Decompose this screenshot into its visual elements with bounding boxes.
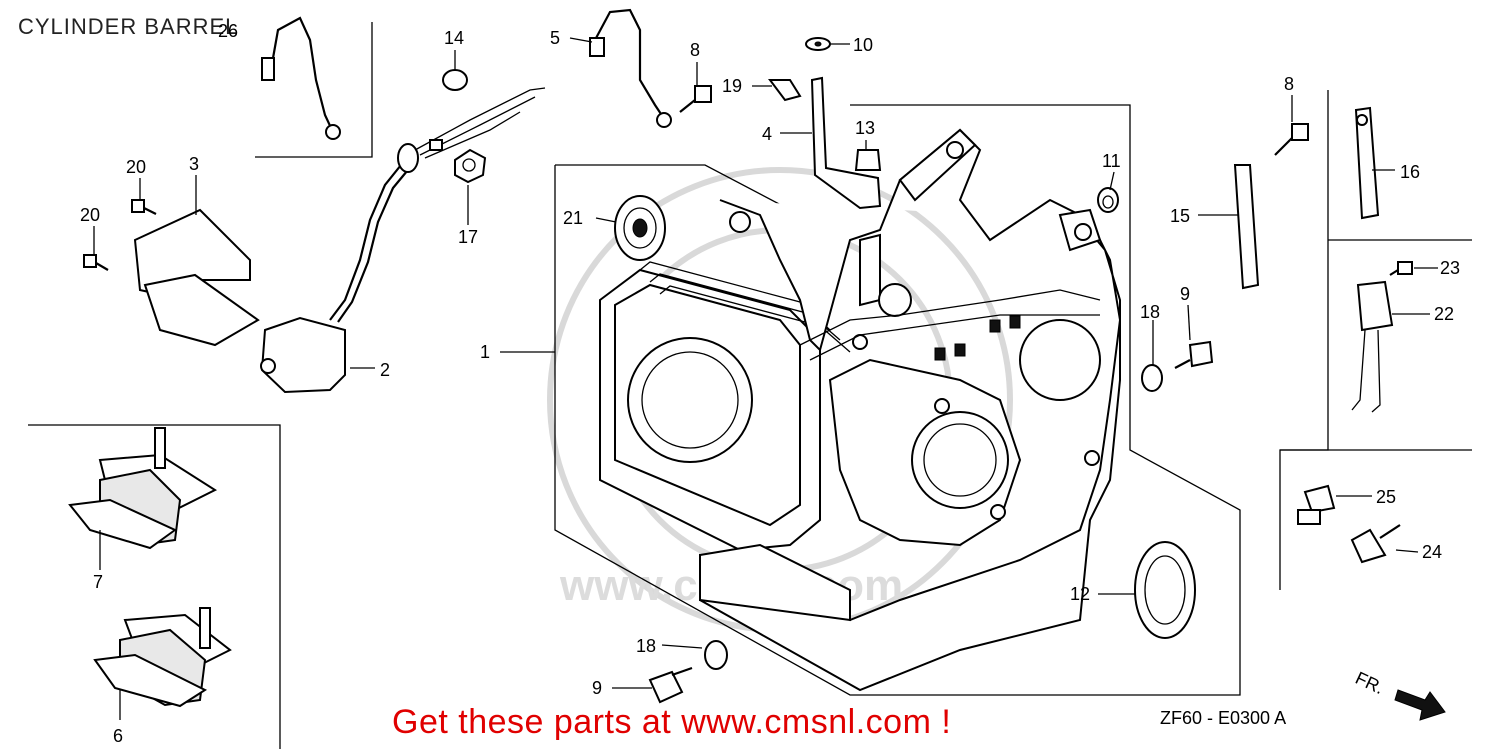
ignition-coil-2 bbox=[260, 87, 546, 394]
bolts-20 bbox=[83, 199, 157, 271]
bracket-3 bbox=[133, 208, 260, 347]
oil-alert-switch-22 bbox=[1351, 280, 1394, 413]
callout-5: 5 bbox=[550, 28, 560, 48]
dipstick-15 bbox=[1233, 164, 1260, 290]
bolt-9-bottom bbox=[648, 666, 693, 704]
callout-1: 1 bbox=[480, 342, 490, 362]
callout-12: 12 bbox=[1070, 584, 1090, 604]
callout-9-bottom: 9 bbox=[592, 678, 602, 698]
callout-8-right: 8 bbox=[1284, 74, 1294, 94]
rubber-mount-7 bbox=[68, 427, 218, 550]
washer-18-right bbox=[1141, 364, 1163, 392]
callout-7: 7 bbox=[93, 572, 103, 592]
dipstick-16 bbox=[1354, 106, 1380, 220]
callout-3: 3 bbox=[189, 154, 199, 174]
clamp-19 bbox=[768, 79, 802, 102]
cap-11 bbox=[1097, 187, 1119, 213]
callout-19: 19 bbox=[722, 76, 742, 96]
ground-wire-26 bbox=[261, 16, 341, 140]
callout-6: 6 bbox=[113, 726, 123, 746]
callout-11: 11 bbox=[1102, 151, 1121, 171]
front-direction-arrow: FR. bbox=[1352, 668, 1446, 721]
callout-15: 15 bbox=[1170, 206, 1190, 226]
callout-16: 16 bbox=[1400, 162, 1420, 182]
bearing-21 bbox=[614, 195, 666, 261]
callout-26: 26 bbox=[218, 21, 238, 41]
callout-10: 10 bbox=[853, 35, 873, 55]
callout-17: 17 bbox=[458, 227, 478, 247]
nut-17 bbox=[454, 148, 487, 184]
promo-link-text: Get these parts at www.cmsnl.com ! bbox=[392, 703, 952, 741]
washer-10 bbox=[805, 37, 831, 51]
leader-lines bbox=[93, 37, 1438, 720]
callout-21: 21 bbox=[563, 208, 583, 228]
callout-20-upper: 20 bbox=[126, 157, 146, 177]
bolt-8-right bbox=[1274, 123, 1309, 156]
drain-bolt-24 bbox=[1350, 524, 1401, 564]
callout-22: 22 bbox=[1434, 304, 1454, 324]
callout-23: 23 bbox=[1440, 258, 1460, 278]
cap-13 bbox=[854, 149, 882, 171]
ground-wire-5 bbox=[589, 8, 672, 128]
front-label: FR. bbox=[1352, 668, 1387, 698]
callout-13: 13 bbox=[855, 118, 875, 138]
callout-20-lower: 20 bbox=[80, 205, 100, 225]
rubber-mount-6 bbox=[93, 607, 232, 708]
diagram-title: CYLINDER BARREL bbox=[18, 14, 239, 39]
bolt-8-top bbox=[679, 85, 712, 113]
callout-24: 24 bbox=[1422, 542, 1442, 562]
bolt-25 bbox=[1297, 484, 1336, 525]
callout-18-bottom: 18 bbox=[636, 636, 656, 656]
callout-4: 4 bbox=[762, 124, 772, 144]
callout-2: 2 bbox=[380, 360, 390, 380]
callout-9-right: 9 bbox=[1180, 284, 1190, 304]
screw-23 bbox=[1389, 261, 1413, 276]
callout-25: 25 bbox=[1376, 487, 1396, 507]
callout-8-top: 8 bbox=[690, 40, 700, 60]
stay-4 bbox=[810, 76, 882, 210]
oil-seal-12 bbox=[1134, 541, 1196, 639]
callout-labels: 1 2 3 4 5 6 7 8 8 9 9 10 11 12 13 14 15 … bbox=[80, 21, 1460, 746]
callout-18-right: 18 bbox=[1140, 302, 1160, 322]
crankcase-cylinder-block bbox=[599, 128, 1122, 692]
washer-18-bottom bbox=[704, 640, 728, 670]
diagram-code: ZF60 - E0300 A bbox=[1160, 708, 1287, 728]
clip-14 bbox=[442, 69, 468, 91]
bolt-9-right bbox=[1174, 340, 1214, 369]
callout-14: 14 bbox=[444, 28, 464, 48]
